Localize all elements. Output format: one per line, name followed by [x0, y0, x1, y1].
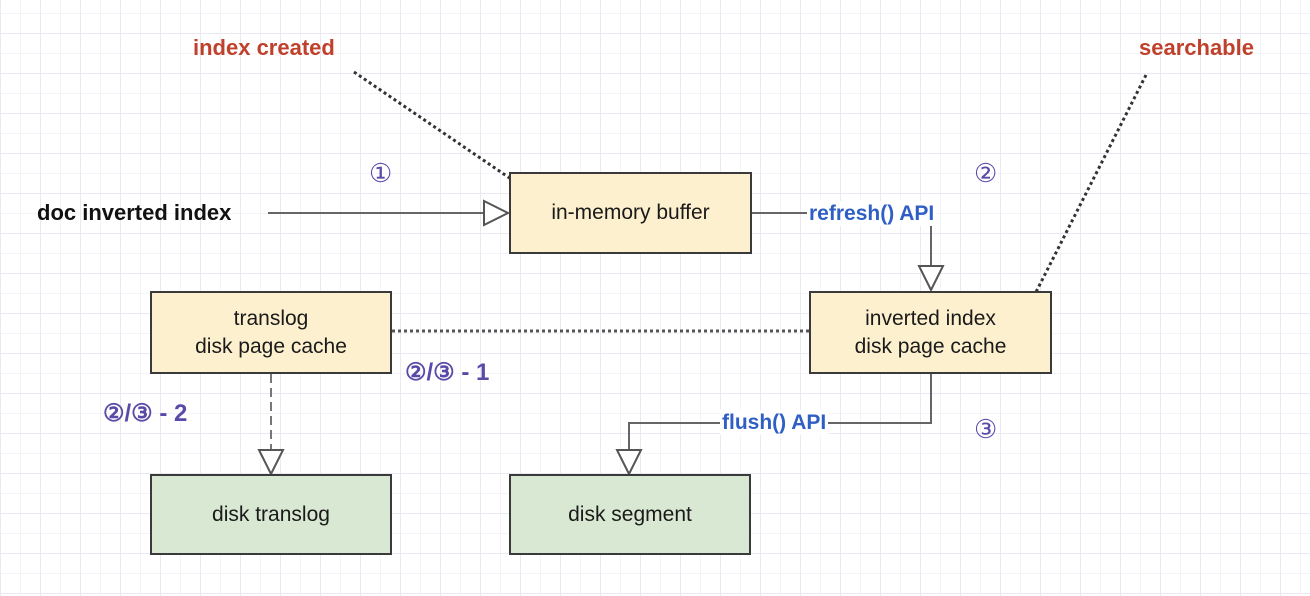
disk-segment-box: disk segment — [509, 474, 751, 555]
disk-translog-box: disk translog — [150, 474, 392, 555]
step-marker-23-1: ②/③ - 1 — [405, 359, 490, 386]
translog-cache-box: translog disk page cache — [150, 291, 392, 374]
annotation-index-created: index created — [193, 35, 335, 60]
refresh-api-label: refresh() API — [807, 201, 937, 226]
step-marker-2: ② — [974, 158, 998, 188]
disk-segment-label: disk segment — [568, 502, 692, 526]
translog-cache-line1: translog — [233, 306, 309, 330]
pointer-searchable — [1030, 74, 1148, 301]
in-memory-buffer-box: in-memory buffer — [509, 172, 752, 254]
step-marker-23-2: ②/③ - 2 — [103, 400, 188, 427]
inverted-index-cache-box: inverted index disk page cache — [809, 291, 1052, 374]
inverted-index-cache-line2: disk page cache — [854, 334, 1007, 358]
arrowhead-disk-translog — [257, 449, 285, 477]
arrowhead-disk-segment — [615, 449, 643, 477]
annotation-searchable: searchable — [1139, 35, 1254, 60]
pointer-index-created — [353, 70, 537, 198]
disk-translog-label: disk translog — [212, 502, 330, 526]
source-label: doc inverted index — [37, 200, 232, 225]
step-marker-3: ③ — [974, 414, 998, 444]
in-memory-buffer-label: in-memory buffer — [551, 201, 710, 224]
translog-cache-line2: disk page cache — [195, 334, 347, 358]
arrowhead-buffer — [483, 199, 511, 227]
inverted-index-cache-line1: inverted index — [865, 306, 996, 330]
flush-api-label: flush() API — [720, 410, 829, 435]
step-marker-1: ① — [369, 158, 393, 188]
arrowhead-inverted-index — [917, 265, 945, 293]
